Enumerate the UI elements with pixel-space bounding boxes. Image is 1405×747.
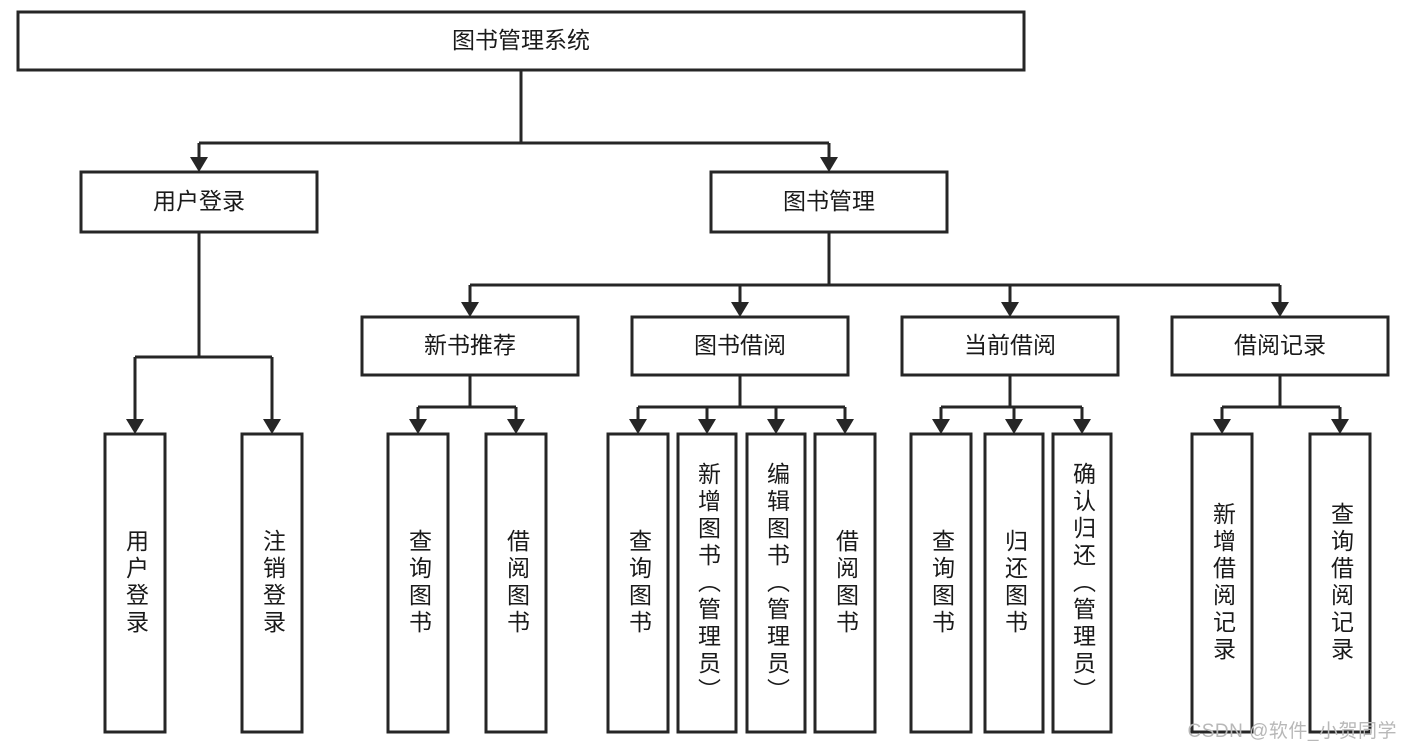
connector-arrowhead-icon xyxy=(767,419,785,434)
connector-arrowhead-icon xyxy=(1213,419,1231,434)
node-box xyxy=(709,170,949,234)
node-box xyxy=(16,10,1026,72)
connector-arrowhead-icon xyxy=(836,419,854,434)
node-box xyxy=(909,432,973,734)
node-root[interactable]: 图书管理系统 xyxy=(16,10,1026,72)
node-leaf-query-record[interactable] xyxy=(1308,432,1372,734)
node-leaf-add-record[interactable] xyxy=(1190,432,1254,734)
node-leaf-query-book-bor[interactable] xyxy=(606,432,670,734)
connectors-layer xyxy=(126,70,1349,434)
node-leaf-add-book[interactable] xyxy=(676,432,738,734)
node-box xyxy=(240,432,304,734)
connector-arrowhead-icon xyxy=(507,419,525,434)
node-box xyxy=(983,432,1045,734)
connector-arrowhead-icon xyxy=(263,419,281,434)
node-label: 当前借阅 xyxy=(964,332,1056,358)
node-box xyxy=(745,432,807,734)
node-label: 新书推荐 xyxy=(424,332,516,358)
watermark-text: CSDN @软件_小贺同学 xyxy=(1187,721,1397,742)
connector-arrowhead-icon xyxy=(190,157,208,172)
node-box xyxy=(606,432,670,734)
node-user-login[interactable]: 用户登录 xyxy=(79,170,319,234)
node-box xyxy=(1190,432,1254,734)
connector-arrowhead-icon xyxy=(1073,419,1091,434)
node-label: 用户登录 xyxy=(153,188,245,214)
node-leaf-borrow-book-bor[interactable] xyxy=(813,432,877,734)
node-label: 图书管理系统 xyxy=(452,27,590,53)
node-box xyxy=(386,432,450,734)
node-leaf-confirm-return[interactable] xyxy=(1051,432,1113,734)
node-leaf-query-book-rec[interactable] xyxy=(386,432,450,734)
connector-arrowhead-icon xyxy=(820,157,838,172)
connector-arrowhead-icon xyxy=(409,419,427,434)
node-label: 图书借阅 xyxy=(694,332,786,358)
node-label: 借阅记录 xyxy=(1234,332,1326,358)
node-borrow-record[interactable]: 借阅记录 xyxy=(1170,315,1390,377)
connector-arrowhead-icon xyxy=(1331,419,1349,434)
node-box xyxy=(1170,315,1390,377)
connector-arrowhead-icon xyxy=(1005,419,1023,434)
connector-arrowhead-icon xyxy=(126,419,144,434)
node-book-manage[interactable]: 图书管理 xyxy=(709,170,949,234)
connector-arrowhead-icon xyxy=(1001,302,1019,317)
node-box xyxy=(1051,432,1113,734)
node-box xyxy=(813,432,877,734)
node-box xyxy=(676,432,738,734)
connector-arrowhead-icon xyxy=(932,419,950,434)
node-box xyxy=(900,315,1120,377)
node-leaf-query-book-cur[interactable] xyxy=(909,432,973,734)
connector-arrowhead-icon xyxy=(731,302,749,317)
node-current-borrow[interactable]: 当前借阅 xyxy=(900,315,1120,377)
node-leaf-user-login[interactable] xyxy=(103,432,167,734)
node-leaf-edit-book[interactable] xyxy=(745,432,807,734)
node-box xyxy=(360,315,580,377)
node-box xyxy=(79,170,319,234)
connector-arrowhead-icon xyxy=(698,419,716,434)
node-box xyxy=(484,432,548,734)
node-box xyxy=(630,315,850,377)
node-box xyxy=(1308,432,1372,734)
node-box xyxy=(103,432,167,734)
connector-arrowhead-icon xyxy=(461,302,479,317)
connector-arrowhead-icon xyxy=(629,419,647,434)
node-leaf-user-logout[interactable] xyxy=(240,432,304,734)
node-leaf-return-book[interactable] xyxy=(983,432,1045,734)
node-new-book-rec[interactable]: 新书推荐 xyxy=(360,315,580,377)
connector-arrowhead-icon xyxy=(1271,302,1289,317)
node-label: 图书管理 xyxy=(783,188,875,214)
node-book-borrow[interactable]: 图书借阅 xyxy=(630,315,850,377)
node-leaf-borrow-book-rec[interactable] xyxy=(484,432,548,734)
